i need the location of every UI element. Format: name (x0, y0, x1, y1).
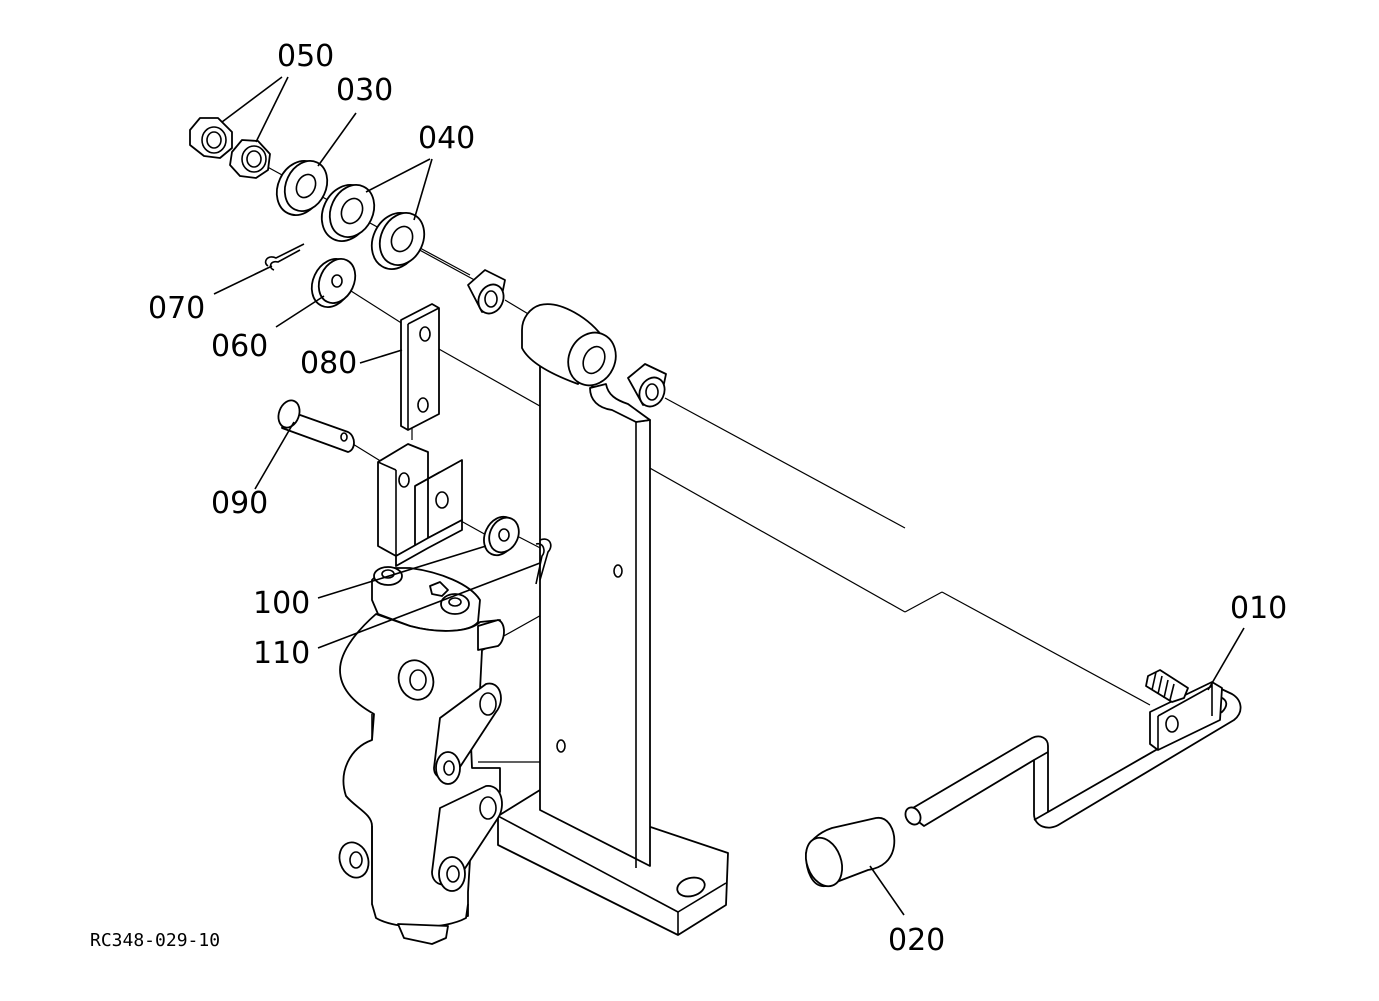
callout-040: 040 (418, 121, 475, 156)
callout-090: 090 (211, 486, 268, 521)
part-030-washer (275, 160, 329, 216)
leader-lines (213, 76, 1245, 916)
callout-030: 030 (336, 73, 393, 108)
callout-020: 020 (888, 923, 945, 958)
part-070-cotter-pin (264, 243, 305, 271)
part-080-link-plate (400, 303, 440, 431)
part-090-clevis-pin (277, 399, 355, 453)
callout-labels: 050 030 040 070 060 080 090 100 110 010 … (148, 39, 1287, 958)
callout-110: 110 (253, 636, 310, 671)
callout-010: 010 (1230, 591, 1287, 626)
part-100-washer (483, 515, 520, 557)
part-020-knob (804, 806, 922, 888)
part-110-cotter-pin (535, 538, 552, 585)
part-050-nut-a (189, 117, 233, 159)
part-010-lever (905, 669, 1242, 829)
callout-080: 080 (300, 346, 357, 381)
part-040-washer-a (320, 184, 376, 242)
part-060-washer (310, 258, 357, 308)
callout-100: 100 (253, 586, 310, 621)
diagram-code: RC348-029-10 (90, 930, 220, 951)
bushing-b (627, 363, 667, 408)
valve-body (338, 566, 505, 945)
part-050-nut-b (229, 139, 271, 179)
callout-070: 070 (148, 291, 205, 326)
part-040-washer-b (370, 212, 426, 270)
clevis-yoke (377, 443, 463, 567)
bracket-plate (497, 303, 729, 936)
callout-060: 060 (211, 329, 268, 364)
bushing-a (467, 269, 506, 315)
callout-050: 050 (277, 39, 334, 74)
